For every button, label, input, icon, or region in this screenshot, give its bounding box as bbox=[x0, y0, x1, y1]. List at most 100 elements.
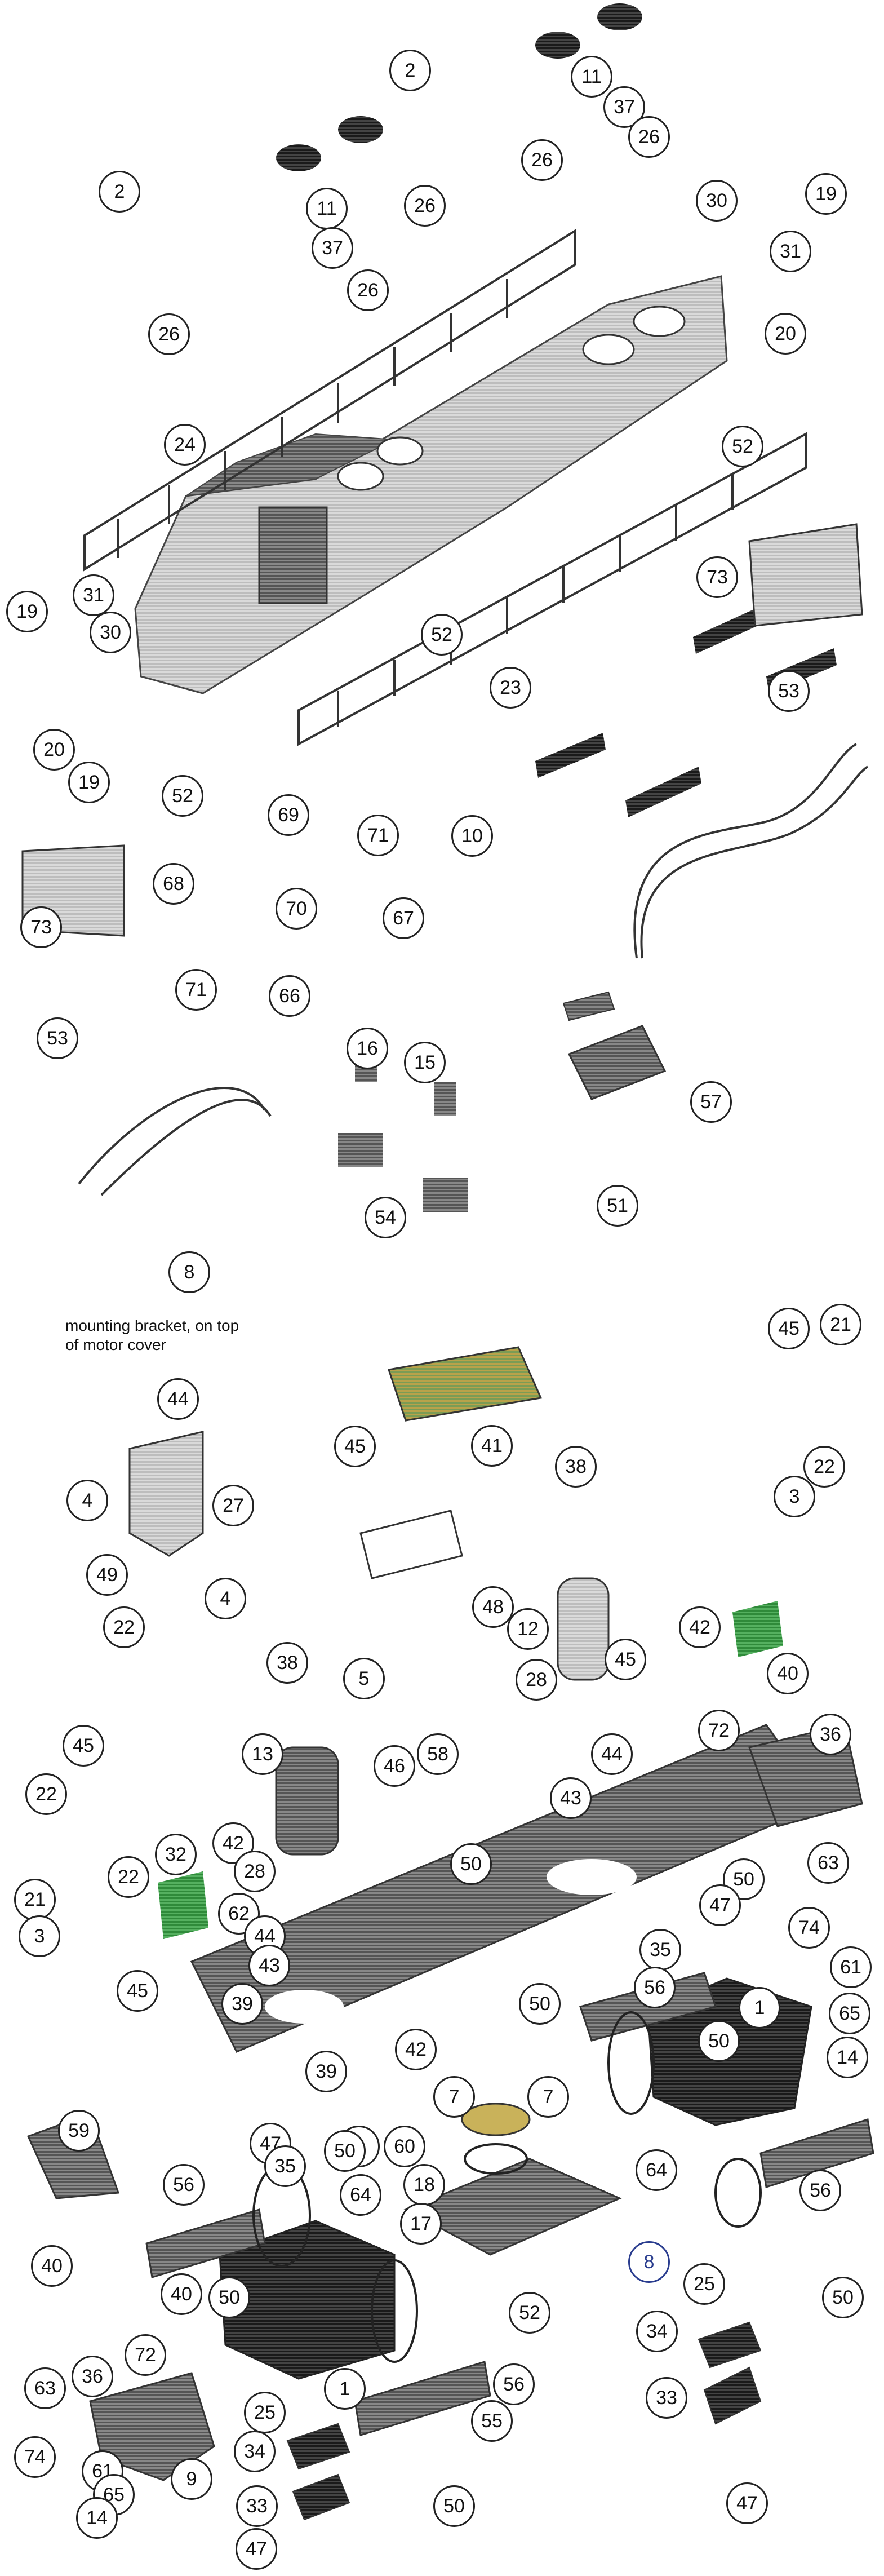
callout-65: 65 bbox=[829, 1993, 870, 2034]
callout-28: 28 bbox=[516, 1659, 557, 1701]
callout-5: 5 bbox=[343, 1658, 385, 1699]
callout-35: 35 bbox=[639, 1929, 681, 1971]
callout-72: 72 bbox=[698, 1710, 740, 1751]
callout-25: 25 bbox=[244, 2392, 286, 2433]
coupler-33-34 bbox=[286, 2321, 762, 2521]
callout-54: 54 bbox=[365, 1197, 406, 1238]
callout-1: 1 bbox=[739, 1987, 780, 2029]
callout-56: 56 bbox=[163, 2164, 205, 2206]
callout-22: 22 bbox=[108, 1856, 149, 1898]
callout-50: 50 bbox=[324, 2130, 366, 2172]
callout-42: 42 bbox=[395, 2029, 437, 2070]
callout-15: 15 bbox=[404, 1042, 446, 1083]
callout-2: 2 bbox=[99, 171, 140, 213]
callout-63: 63 bbox=[807, 1842, 849, 1884]
truck-side-frame-73-right bbox=[748, 523, 863, 627]
callout-55: 55 bbox=[471, 2400, 513, 2442]
callout-72: 72 bbox=[125, 2334, 166, 2376]
callout-20: 20 bbox=[33, 729, 75, 771]
callout-44: 44 bbox=[157, 1378, 199, 1420]
callout-26: 26 bbox=[521, 139, 563, 181]
callout-36: 36 bbox=[72, 2356, 113, 2397]
callout-4: 4 bbox=[66, 1480, 108, 1521]
callout-50: 50 bbox=[433, 2485, 475, 2527]
callout-73: 73 bbox=[696, 556, 738, 598]
callout-51: 51 bbox=[597, 1185, 638, 1227]
callout-47: 47 bbox=[699, 1884, 741, 1926]
callout-19: 19 bbox=[6, 591, 48, 632]
callout-7: 7 bbox=[527, 2076, 569, 2118]
callout-43: 43 bbox=[550, 1777, 592, 1819]
fuel-tank-17 bbox=[403, 2158, 622, 2256]
callout-69: 69 bbox=[268, 794, 309, 836]
callout-71: 71 bbox=[175, 969, 217, 1011]
callout-66: 66 bbox=[269, 975, 310, 1017]
callout-14: 14 bbox=[827, 2037, 868, 2078]
callout-56: 56 bbox=[493, 2363, 535, 2405]
callout-38: 38 bbox=[266, 1642, 308, 1684]
callout-28: 28 bbox=[234, 1851, 276, 1892]
callout-26: 26 bbox=[404, 185, 446, 227]
callout-34: 34 bbox=[234, 2431, 276, 2472]
callout-4: 4 bbox=[205, 1578, 246, 1619]
callout-45: 45 bbox=[117, 1970, 158, 2012]
callout-39: 39 bbox=[305, 2051, 347, 2092]
callout-12: 12 bbox=[507, 1608, 549, 1650]
callout-52: 52 bbox=[509, 2292, 550, 2334]
callout-59: 59 bbox=[58, 2110, 100, 2152]
callout-26: 26 bbox=[148, 313, 190, 355]
callout-44: 44 bbox=[591, 1733, 633, 1775]
callout-38: 38 bbox=[555, 1446, 597, 1488]
callout-37: 37 bbox=[312, 227, 353, 269]
callout-50: 50 bbox=[519, 1983, 561, 2025]
callout-45: 45 bbox=[63, 1725, 104, 1767]
callout-8-blue: 8 bbox=[628, 2241, 670, 2283]
callout-53: 53 bbox=[37, 1017, 78, 1059]
callout-9: 9 bbox=[171, 2458, 212, 2500]
callout-22: 22 bbox=[803, 1446, 845, 1488]
callout-33: 33 bbox=[646, 2377, 687, 2419]
callout-53: 53 bbox=[768, 670, 810, 712]
callout-27: 27 bbox=[212, 1485, 254, 1526]
callout-14: 14 bbox=[76, 2497, 118, 2539]
callout-21: 21 bbox=[14, 1879, 56, 1920]
callout-47: 47 bbox=[236, 2528, 277, 2570]
loco-body-shell bbox=[134, 275, 728, 694]
callout-11: 11 bbox=[306, 188, 348, 229]
callout-36: 36 bbox=[810, 1714, 851, 1755]
callout-35: 35 bbox=[264, 2145, 306, 2187]
callout-52: 52 bbox=[722, 426, 763, 467]
callout-31: 31 bbox=[73, 574, 114, 616]
callout-40: 40 bbox=[31, 2245, 73, 2287]
callout-22: 22 bbox=[103, 1606, 145, 1648]
callout-33: 33 bbox=[236, 2485, 278, 2527]
callout-61: 61 bbox=[830, 1946, 872, 1988]
callout-67: 67 bbox=[383, 897, 424, 939]
callout-63: 63 bbox=[24, 2367, 66, 2409]
callout-71: 71 bbox=[357, 815, 399, 856]
callout-2: 2 bbox=[389, 50, 431, 91]
callout-73: 73 bbox=[20, 906, 62, 948]
callout-32: 32 bbox=[155, 1834, 197, 1875]
callout-45: 45 bbox=[605, 1639, 646, 1680]
callout-50: 50 bbox=[822, 2277, 864, 2318]
motor-12 bbox=[557, 1577, 610, 1681]
callout-7: 7 bbox=[433, 2076, 475, 2118]
callout-31: 31 bbox=[770, 231, 811, 272]
callout-50: 50 bbox=[450, 1843, 492, 1885]
cab-interior-parts bbox=[338, 991, 667, 1212]
callout-43: 43 bbox=[248, 1945, 290, 1986]
callout-18: 18 bbox=[403, 2164, 445, 2206]
callout-40: 40 bbox=[161, 2273, 202, 2315]
callout-19: 19 bbox=[68, 762, 110, 803]
callout-8: 8 bbox=[168, 1251, 210, 1293]
callout-52: 52 bbox=[421, 614, 463, 656]
horn-fans-top bbox=[276, 3, 642, 171]
callout-56: 56 bbox=[799, 2170, 841, 2211]
callout-47: 47 bbox=[726, 2482, 768, 2524]
callout-34: 34 bbox=[636, 2311, 678, 2352]
callout-60: 60 bbox=[384, 2126, 425, 2167]
callout-17: 17 bbox=[400, 2203, 442, 2245]
callout-22: 22 bbox=[25, 1773, 67, 1815]
